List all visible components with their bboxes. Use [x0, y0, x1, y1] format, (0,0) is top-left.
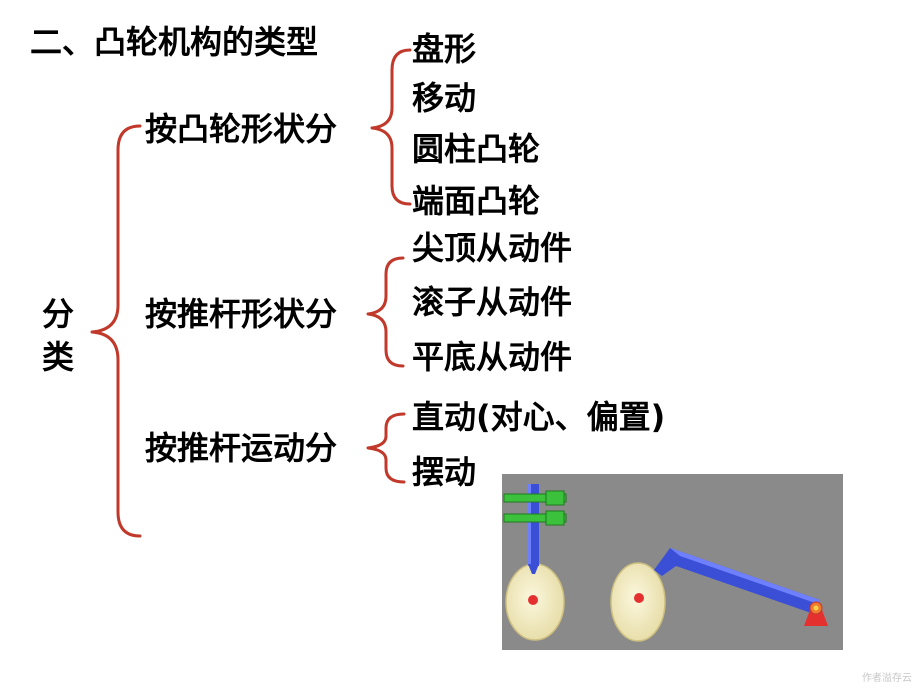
cam-shape-brace: [370, 48, 412, 206]
item-translating-follower: 直动(对心、偏置): [412, 398, 666, 436]
follower-tip: [528, 564, 539, 574]
oscillating-arm: [654, 548, 820, 614]
item-oscillating-follower: 摆动: [412, 453, 477, 491]
item-roller-follower: 滚子从动件: [412, 283, 573, 321]
cam-pivot-left: [528, 595, 538, 605]
arm-pivot-support: [804, 610, 828, 626]
item-knife-edge-follower: 尖顶从动件: [412, 229, 573, 267]
item-disc-cam: 盘形: [412, 30, 477, 68]
item-cylindrical-cam: 圆柱凸轮: [412, 130, 541, 168]
guide-bracket-lower: [503, 510, 567, 526]
category-follower-shape: 按推杆形状分: [145, 295, 338, 333]
classification-label-char-1: 分: [42, 295, 75, 333]
oscillating-follower-mechanism: [610, 548, 828, 642]
item-face-cam: 端面凸轮: [412, 182, 541, 220]
item-flat-faced-follower: 平底从动件: [412, 338, 573, 376]
cam-pivot-right: [634, 593, 644, 603]
guide-bracket-upper: [503, 490, 567, 506]
follower-rod-vertical: [528, 484, 539, 566]
cam-mechanism-figure: [502, 474, 843, 650]
category-cam-shape: 按凸轮形状分: [145, 110, 338, 148]
main-brace: [90, 124, 142, 538]
follower-motion-brace: [366, 412, 406, 484]
translating-follower-mechanism: [503, 484, 567, 641]
category-follower-motion: 按推杆运动分: [145, 429, 338, 467]
watermark: 作者溢存云: [862, 673, 912, 684]
slide-title: 二、凸轮机构的类型: [30, 23, 319, 61]
item-translating-cam: 移动: [412, 79, 477, 117]
follower-shape-brace: [366, 256, 405, 368]
classification-label-char-2: 类: [42, 338, 75, 376]
